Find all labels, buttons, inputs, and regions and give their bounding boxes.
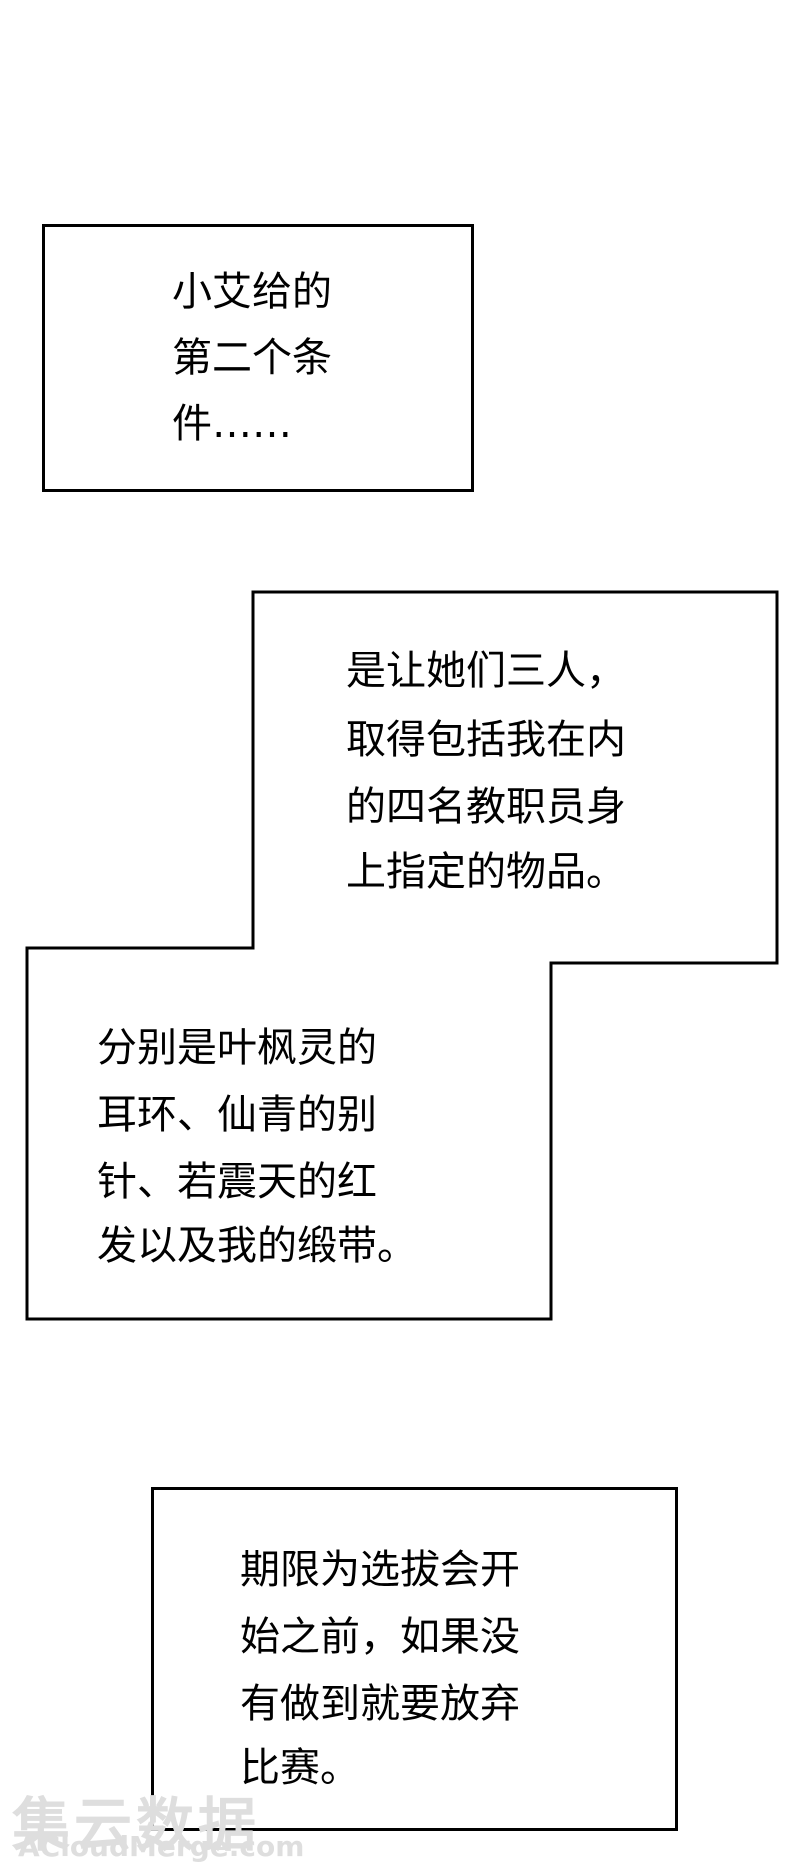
caption-4-line-4: 比赛。 bbox=[240, 1745, 360, 1791]
caption-2-line-4: 上指定的物品。 bbox=[346, 849, 626, 895]
caption-1-line-3: 件…… bbox=[172, 401, 292, 447]
caption-3-line-4: 发以及我的缎带。 bbox=[97, 1223, 417, 1269]
caption-box-4 bbox=[151, 1487, 678, 1831]
caption-2-line-2: 取得包括我在内 bbox=[346, 717, 626, 763]
caption-4-line-2: 始之前，如果没 bbox=[240, 1614, 520, 1660]
caption-2-line-3: 的四名教职员身 bbox=[346, 784, 626, 830]
caption-3-line-2: 耳环、仙青的别 bbox=[97, 1092, 377, 1138]
caption-1-line-2: 第二个条 bbox=[172, 335, 332, 381]
caption-box-1 bbox=[42, 224, 474, 492]
caption-4-line-1: 期限为选拔会开 bbox=[240, 1547, 520, 1593]
caption-3-line-1: 分别是叶枫灵的 bbox=[97, 1025, 377, 1071]
caption-2-line-1: 是让她们三人， bbox=[346, 648, 626, 694]
caption-1-line-1: 小艾给的 bbox=[172, 269, 332, 315]
caption-3-line-3: 针、若震天的红 bbox=[97, 1159, 377, 1205]
caption-4-line-3: 有做到就要放弃 bbox=[240, 1681, 520, 1727]
